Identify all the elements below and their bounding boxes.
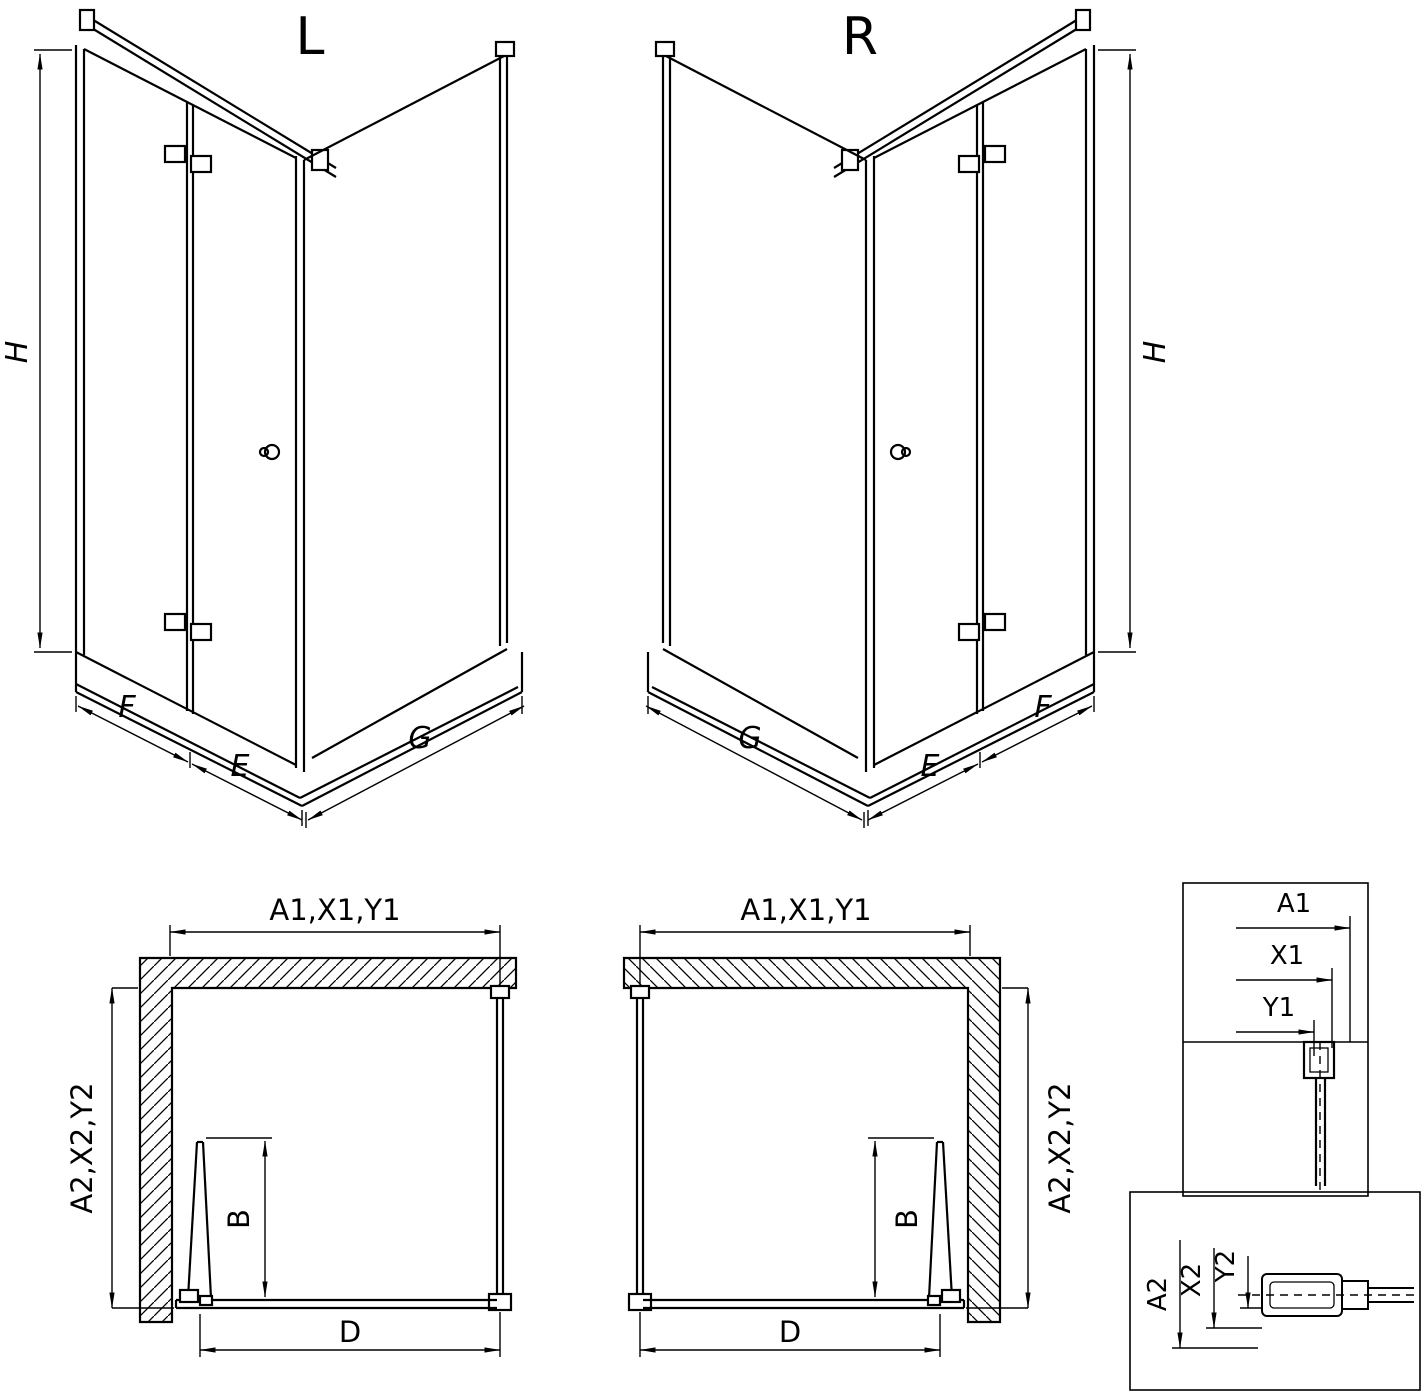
label-dim-x1: X1	[1270, 941, 1304, 971]
label-variant-left: L	[296, 7, 325, 67]
iso-view-right: R H F E G	[646, 7, 1173, 828]
label-dim-a2x2y2: A2,X2,Y2	[65, 1082, 99, 1213]
label-dim-f: F	[1034, 690, 1052, 725]
label-dim-b: B	[222, 1209, 256, 1229]
label-dim-d: D	[779, 1315, 801, 1349]
glass-profile-section	[1302, 1040, 1336, 1186]
plan-view-left: A1,X1,Y1 A2,X2,Y2 B D	[65, 893, 516, 1357]
label-dim-h: H	[0, 341, 35, 364]
label-dim-y2: Y2	[1211, 1250, 1241, 1283]
detail-view-depth: A2 X2 Y2	[1129, 1191, 1421, 1391]
label-dim-g: G	[408, 721, 431, 756]
label-dim-f: F	[118, 690, 136, 725]
iso-left-linework	[34, 10, 524, 828]
label-dim-a1x1y1: A1,X1,Y1	[269, 893, 400, 927]
iso-view-left: L H F E G	[0, 7, 524, 828]
wall-profile-section	[1261, 1273, 1414, 1317]
label-dim-a1: A1	[1277, 889, 1311, 919]
plan-right-linework	[624, 925, 1028, 1357]
plan-left-linework	[112, 925, 516, 1357]
label-dim-e: E	[231, 749, 250, 784]
label-variant-right: R	[842, 7, 878, 67]
detail-box-border	[1129, 1191, 1421, 1391]
label-dim-x2: X2	[1177, 1263, 1207, 1297]
label-dim-d: D	[339, 1315, 361, 1349]
label-dim-a2x2y2: A2,X2,Y2	[1043, 1082, 1077, 1213]
label-dim-b: B	[890, 1209, 924, 1229]
detail-view-width: A1 X1 Y1	[1182, 882, 1369, 1197]
detail-dimension-lines	[1172, 1240, 1414, 1349]
plan-view-right: A1,X1,Y1 A2,X2,Y2 B D	[624, 893, 1077, 1357]
label-dim-e: E	[921, 749, 940, 784]
label-dim-a1x1y1: A1,X1,Y1	[740, 893, 871, 927]
label-dim-y1: Y1	[1262, 993, 1295, 1023]
iso-right-linework	[646, 10, 1136, 828]
detail-dimension-lines	[1236, 916, 1351, 1192]
label-dim-h: H	[1138, 341, 1173, 364]
label-dim-g: G	[738, 721, 761, 756]
label-dim-a2: A2	[1143, 1277, 1173, 1311]
detail-box-border	[1182, 882, 1369, 1197]
